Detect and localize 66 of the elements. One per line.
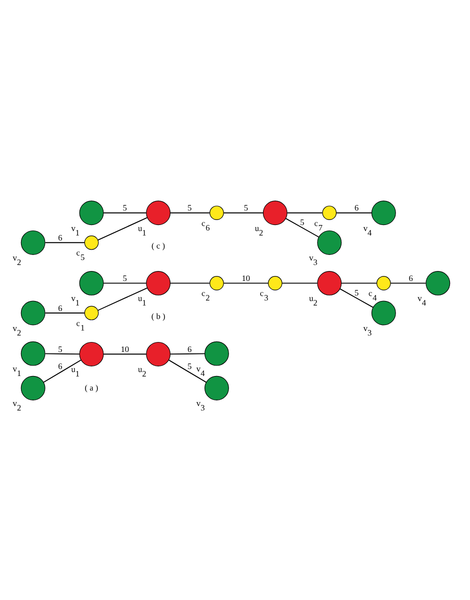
node-circle (204, 340, 228, 366)
edge-label: 5 (354, 288, 358, 297)
edge-label: 5 (300, 217, 304, 226)
connector (286, 212, 322, 213)
connector (169, 282, 210, 284)
connector (102, 353, 146, 354)
connector (222, 212, 264, 213)
label: ( b ) (150, 311, 165, 320)
edge-label: 5 (243, 203, 248, 212)
node-circle (78, 270, 104, 295)
connector (96, 286, 148, 310)
edge-label: 6 (187, 344, 192, 354)
node-circle (20, 375, 45, 400)
connector (169, 352, 205, 354)
connector (169, 212, 210, 213)
connector (102, 212, 146, 213)
node-circle (204, 375, 228, 400)
node-circle (209, 205, 224, 220)
node-circle (268, 276, 282, 290)
edge-label: 10 (241, 273, 250, 282)
connector (42, 359, 82, 382)
node-circle (84, 235, 98, 250)
node-circle (146, 270, 170, 295)
connector (284, 217, 319, 237)
connector (281, 282, 318, 284)
connector (44, 242, 84, 243)
node-circle (146, 200, 170, 225)
connector (168, 359, 206, 382)
node-circle (20, 230, 45, 254)
edge-label: 5 (122, 273, 126, 282)
node-circle (425, 270, 450, 295)
node-circle (262, 200, 287, 225)
node-circle (78, 341, 104, 366)
node-circle (84, 305, 98, 320)
connector (340, 282, 377, 284)
edge-label: 10 (120, 344, 129, 354)
connector (96, 216, 148, 240)
node-circle (322, 205, 336, 220)
edge-label: 5 (122, 203, 126, 212)
node-circle (146, 341, 170, 366)
node-circle (20, 340, 45, 366)
edge-label: 6 (58, 303, 62, 312)
node-circle (78, 200, 104, 225)
edge-label: 5 (58, 344, 62, 354)
edge-label: 6 (408, 273, 412, 282)
edge-label: 6 (58, 362, 62, 371)
node-circle (209, 276, 224, 290)
edge-label: 5 (187, 362, 192, 371)
edge-label: 5 (187, 203, 192, 212)
connector (102, 282, 146, 284)
label: ( c ) (151, 240, 164, 250)
edge-label: 6 (58, 232, 62, 242)
connector (222, 282, 268, 284)
connector (390, 282, 426, 284)
node-circle (370, 200, 396, 225)
edge-label: 6 (354, 203, 358, 212)
label: ( a ) (84, 382, 98, 392)
connector (44, 312, 84, 313)
node-circle (376, 276, 390, 290)
connector (44, 352, 80, 354)
node-circle (316, 230, 342, 254)
connector (335, 212, 372, 213)
node-circle (370, 300, 396, 325)
node-circle (20, 300, 45, 325)
node-circle (316, 270, 342, 295)
connector (339, 288, 373, 308)
